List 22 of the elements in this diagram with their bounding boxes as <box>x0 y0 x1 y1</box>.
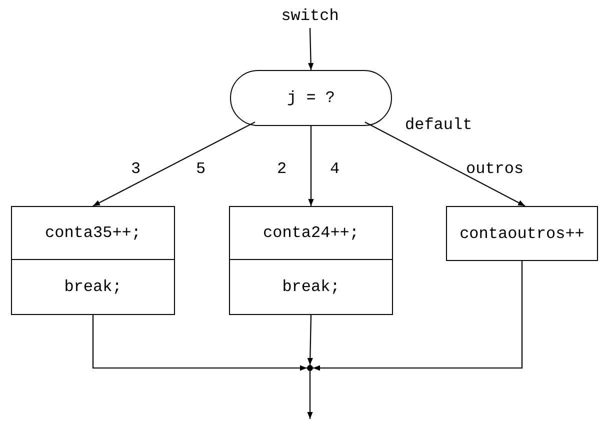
node-text: break; <box>282 278 340 296</box>
case-label: 2 <box>277 160 287 178</box>
arrow <box>308 28 314 70</box>
node-text: conta24++; <box>262 224 359 242</box>
case-label: outros <box>466 160 524 178</box>
arrow <box>364 122 526 206</box>
arrow <box>308 126 314 206</box>
node-text: contaoutros++ <box>460 224 584 242</box>
node-text: conta35++; <box>44 224 141 242</box>
case-label: default <box>405 116 472 134</box>
node-text: switch <box>281 7 339 25</box>
arrow <box>92 315 307 371</box>
node-text: break; <box>64 278 122 296</box>
case-label: 5 <box>196 160 206 178</box>
case-label: 3 <box>131 160 141 178</box>
node-text: j = ? <box>286 89 335 107</box>
case-label: 4 <box>330 160 340 178</box>
arrow <box>307 371 313 419</box>
arrow <box>92 122 256 206</box>
arrow <box>307 314 313 366</box>
arrow <box>313 261 523 371</box>
junction-dot <box>307 365 313 371</box>
